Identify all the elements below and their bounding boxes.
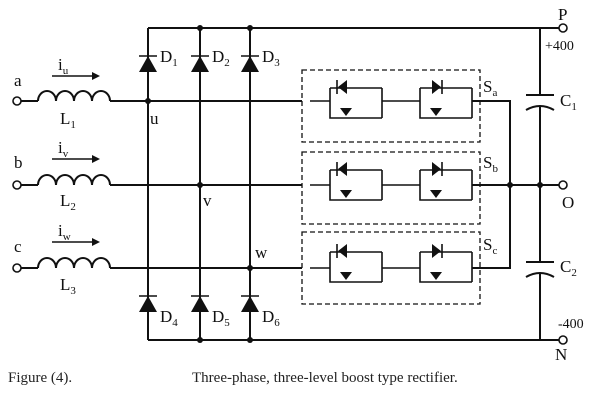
switch-sc-internals — [310, 244, 473, 283]
switch-block-sb — [301, 151, 481, 225]
terminal-c-label: c — [14, 237, 22, 256]
junction-bottom-1 — [197, 337, 203, 343]
diode-d5-label: D5 — [212, 307, 230, 329]
switch-sa-internals — [310, 80, 473, 119]
diode-d6-label: D6 — [262, 307, 280, 329]
diode-d1 — [139, 55, 157, 72]
current-iv-label: iv — [58, 138, 69, 160]
figure-number: Figure (4). — [8, 370, 73, 386]
capacitor-c1 — [525, 94, 555, 111]
node-u-label: u — [150, 109, 159, 128]
capacitor-c2-label: C2 — [560, 257, 577, 279]
node-v-dot — [197, 182, 203, 188]
inductor-l2-label: L2 — [60, 191, 76, 213]
diode-d2 — [191, 55, 209, 72]
diode-d3-label: D3 — [262, 47, 280, 69]
junction-top-1 — [197, 25, 203, 31]
terminal-p-label: P — [558, 5, 567, 24]
terminal-n-label: N — [555, 345, 567, 364]
diode-d4-label: D4 — [160, 307, 178, 329]
diode-d2-label: D2 — [212, 47, 230, 69]
current-iw-label: iw — [58, 221, 71, 243]
diode-d3 — [241, 55, 259, 72]
switch-sb-internals — [310, 162, 473, 201]
diode-d5 — [191, 295, 209, 312]
junction-top-2 — [247, 25, 253, 31]
switch-sa-label: Sa — [483, 77, 497, 99]
switch-sb-label: Sb — [483, 153, 498, 175]
switch-block-sa — [301, 69, 481, 143]
terminal-a — [12, 96, 22, 106]
terminal-p — [558, 23, 568, 33]
positive-voltage-label: +400 — [545, 39, 574, 54]
switch-neutral-bus — [472, 100, 511, 269]
terminal-o-label: O — [562, 193, 574, 212]
terminal-o — [558, 180, 568, 190]
terminal-b-label: b — [14, 153, 23, 172]
inductor-l3-label: L3 — [60, 275, 76, 297]
figure-caption: Three-phase, three-level boost type rect… — [192, 370, 458, 386]
current-iw-arrow — [52, 238, 100, 246]
terminal-n — [558, 335, 568, 345]
switch-sc-label: Sc — [483, 235, 497, 257]
switch-block-sc — [301, 231, 481, 305]
current-iu-label: iu — [58, 55, 69, 77]
capacitor-c2 — [525, 261, 555, 278]
node-w-label: w — [255, 243, 268, 262]
inductor-l2 — [37, 172, 111, 186]
current-iv-arrow — [52, 155, 100, 163]
inductor-l3 — [37, 255, 111, 269]
node-v-label: v — [203, 191, 212, 210]
terminal-b — [12, 180, 22, 190]
capacitor-c1-label: C1 — [560, 91, 577, 113]
diode-d6 — [241, 295, 259, 312]
node-w-dot — [247, 265, 253, 271]
terminal-a-label: a — [14, 71, 22, 90]
negative-voltage-label: -400 — [558, 317, 584, 332]
diode-d4 — [139, 295, 157, 312]
diode-d1-label: D1 — [160, 47, 178, 69]
junction-bottom-2 — [247, 337, 253, 343]
node-u-dot — [145, 98, 151, 104]
inductor-l1 — [37, 88, 111, 102]
inductor-l1-label: L1 — [60, 109, 76, 131]
current-iu-arrow — [52, 72, 100, 80]
terminal-c — [12, 263, 22, 273]
